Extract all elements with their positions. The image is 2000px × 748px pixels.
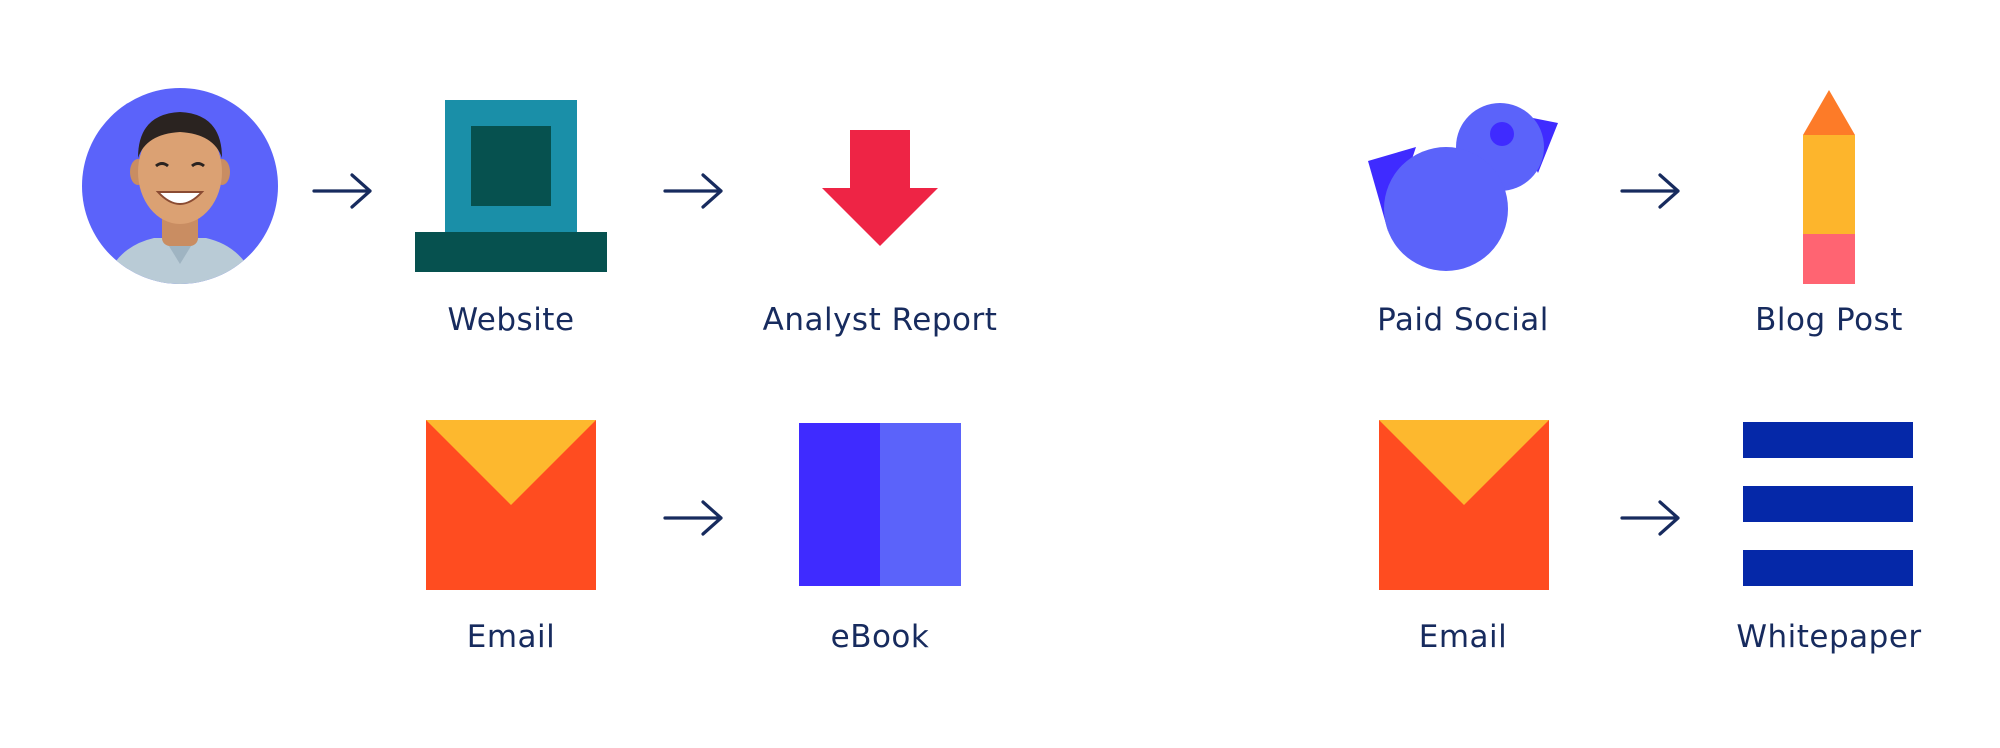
bird-icon [1368,103,1558,271]
label-website: Website [447,302,575,338]
connector-arrow-icon [663,173,723,209]
label-analyst-report: Analyst Report [762,302,998,338]
node-ebook [799,423,961,586]
node-email-right [1379,420,1549,590]
node-email-left [426,420,596,590]
node-whitepaper [1743,422,1913,586]
label-email-left: Email [466,619,556,655]
envelope-icon [426,420,596,590]
connector-arrow-icon [1620,500,1680,536]
document-lines-icon [1743,422,1913,586]
connector-arrow-icon [1620,173,1680,209]
node-blog-post [1803,90,1855,284]
label-ebook: eBook [830,619,930,655]
node-paid-social [1368,103,1560,271]
label-whitepaper: Whitepaper [1736,619,1922,655]
label-blog-post: Blog Post [1755,302,1903,338]
label-email-right: Email [1418,619,1508,655]
node-analyst-report [822,130,938,246]
pencil-icon [1803,90,1855,284]
connector-arrow-icon [663,500,723,536]
download-arrow-icon [822,130,938,246]
book-icon [799,423,961,586]
label-paid-social: Paid Social [1377,302,1549,338]
avatar [82,88,278,284]
connector-arrow-icon [312,173,372,209]
envelope-icon [1379,420,1549,590]
node-website [415,100,607,272]
person-photo-icon [82,88,278,284]
website-monitor-icon [415,100,607,272]
